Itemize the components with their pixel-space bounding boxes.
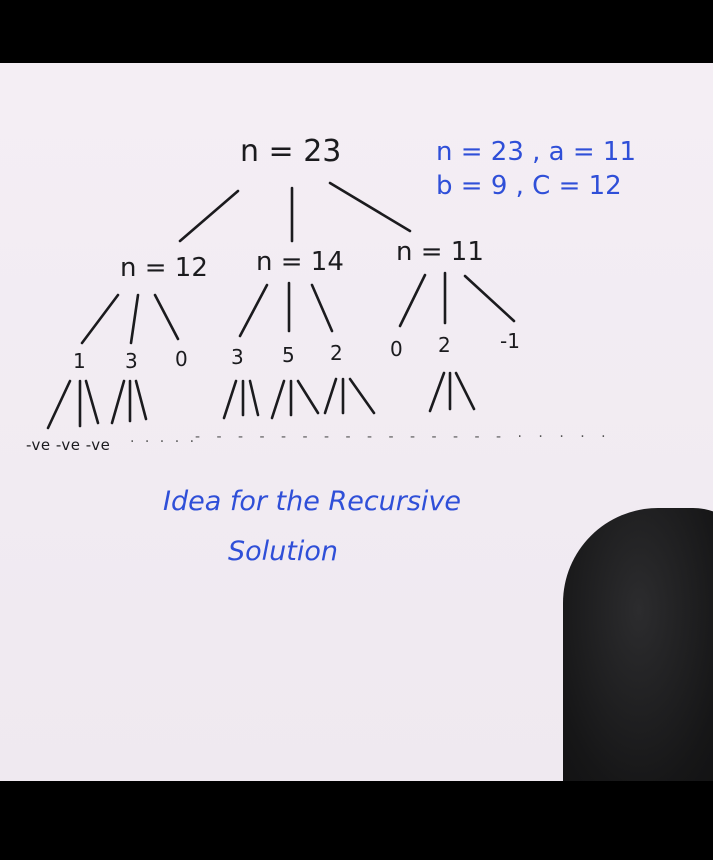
params-line-1: n = 23 , a = 11	[436, 137, 637, 167]
level2-node-9: -1	[500, 329, 520, 353]
presenter-silhouette	[563, 508, 713, 781]
level2-node-4: 3	[231, 345, 244, 369]
level1-node-2: n = 14	[256, 247, 344, 277]
dotted-continuation-1: · · · · ·	[130, 434, 198, 450]
level2-node-8: 2	[438, 333, 451, 357]
whiteboard: n = 23 n = 23 , a = 11 b = 9 , C = 12 n …	[0, 63, 713, 781]
root-node: n = 23	[240, 134, 342, 169]
level2-node-5: 5	[282, 343, 295, 367]
caption-line-1: Idea for the Recursive	[163, 486, 462, 517]
negatives-note: -ve -ve -ve	[26, 436, 111, 454]
letterbox-bottom	[0, 781, 713, 860]
level2-node-7: 0	[390, 337, 403, 361]
tree-branches	[46, 181, 516, 430]
level2-node-6: 2	[330, 341, 343, 365]
dotted-continuation-2: - - - - - - - - - - - - - - - · · · · ·	[195, 429, 612, 445]
level1-node-3: n = 11	[396, 237, 484, 267]
caption-line-2: Solution	[228, 536, 338, 567]
params-line-2: b = 9 , C = 12	[436, 171, 622, 201]
level1-node-1: n = 12	[120, 253, 208, 283]
letterbox-top	[0, 0, 713, 63]
level2-node-2: 3	[125, 349, 138, 373]
level2-node-3: 0	[175, 347, 188, 371]
level2-node-1: 1	[73, 349, 86, 373]
